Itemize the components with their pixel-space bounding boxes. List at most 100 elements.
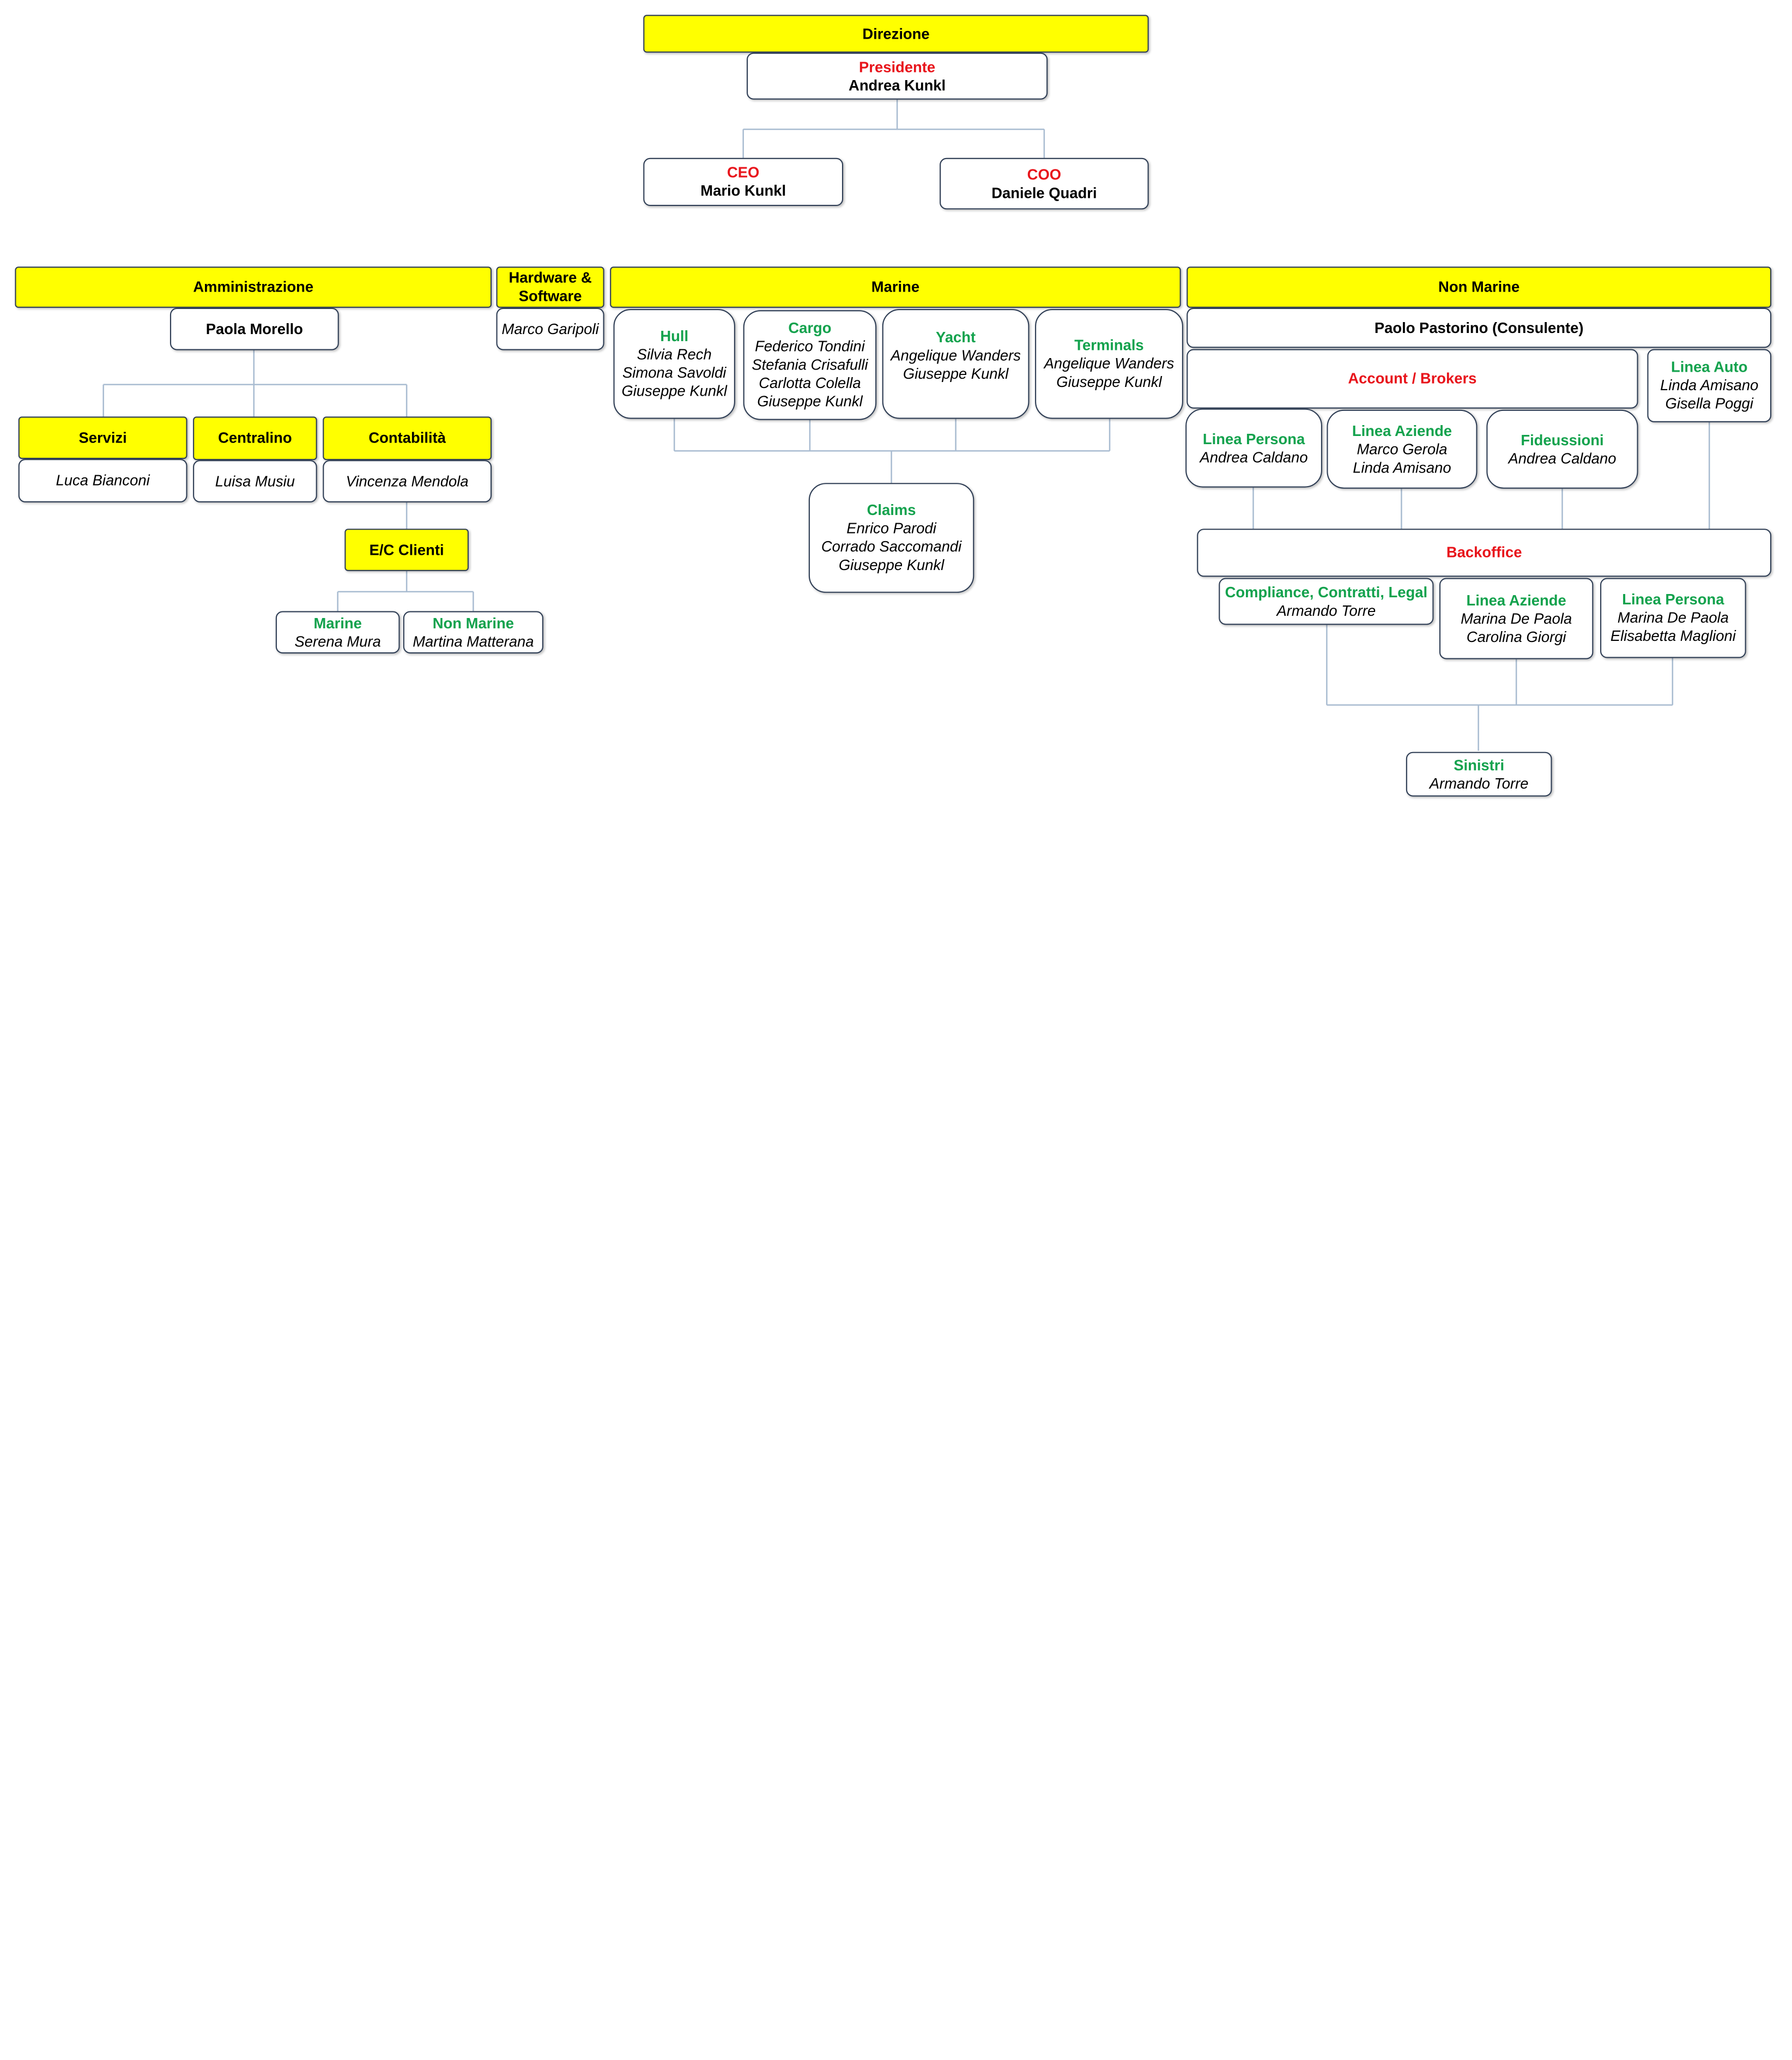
bo-linea-aziende-person: Carolina Giorgi bbox=[1466, 627, 1566, 645]
bo-linea-aziende-title: Linea Aziende bbox=[1466, 591, 1566, 609]
linea-persona-box: Linea Persona Andrea Caldano bbox=[1185, 408, 1322, 488]
hull-box: Hull Silvia Rech Simona Savoldi Giuseppe… bbox=[613, 309, 735, 419]
linea-auto-person: Linda Amisano bbox=[1660, 376, 1759, 394]
hull-person: Silvia Rech bbox=[637, 346, 712, 363]
bo-linea-persona-title: Linea Persona bbox=[1622, 590, 1724, 608]
fideussioni-box: Fideussioni Andrea Caldano bbox=[1486, 409, 1638, 489]
contabilita-header-label: Contabilità bbox=[368, 429, 446, 446]
compliance-person: Armando Torre bbox=[1276, 601, 1376, 619]
ec-marine-box: Marine Serena Mura bbox=[275, 611, 400, 654]
direzione-header-label: Direzione bbox=[862, 25, 930, 42]
terminals-person: Giuseppe Kunkl bbox=[1056, 373, 1162, 391]
cargo-person: Stefania Crisafulli bbox=[752, 356, 868, 373]
contabilita-header: Contabilità bbox=[323, 416, 492, 461]
non-marine-header: Non Marine bbox=[1186, 266, 1772, 308]
linea-aziende-person: Linda Amisano bbox=[1353, 458, 1451, 476]
account-brokers-box: Account / Brokers bbox=[1186, 349, 1638, 409]
hardware-person: Marco Garipoli bbox=[501, 319, 599, 337]
cargo-person: Carlotta Colella bbox=[759, 374, 861, 392]
coo-role: COO bbox=[1027, 165, 1062, 183]
presidente-role: Presidente bbox=[859, 58, 936, 75]
backoffice-label: Backoffice bbox=[1446, 543, 1522, 561]
non-marine-header-label: Non Marine bbox=[1438, 278, 1520, 295]
ec-marine-title: Marine bbox=[313, 614, 362, 632]
ec-clienti-header: E/C Clienti bbox=[344, 529, 469, 571]
direzione-header: Direzione bbox=[643, 15, 1149, 53]
hardware-header: Hardware & Software bbox=[496, 266, 604, 308]
linea-persona-person: Andrea Caldano bbox=[1200, 448, 1308, 465]
terminals-box: Terminals Angelique Wanders Giuseppe Kun… bbox=[1035, 309, 1183, 419]
cargo-person: Giuseppe Kunkl bbox=[757, 392, 863, 410]
claims-person: Enrico Parodi bbox=[846, 519, 936, 537]
compliance-title: Compliance, Contratti, Legal bbox=[1225, 583, 1428, 601]
linea-aziende-box: Linea Aziende Marco Gerola Linda Amisano bbox=[1327, 409, 1478, 489]
bo-linea-persona-person: Elisabetta Maglioni bbox=[1610, 627, 1736, 645]
cargo-title: Cargo bbox=[788, 319, 832, 337]
linea-auto-box: Linea Auto Linda Amisano Gisella Poggi bbox=[1647, 349, 1772, 422]
ec-non-marine-box: Non Marine Martina Matterana bbox=[403, 611, 543, 654]
bo-linea-aziende-box: Linea Aziende Marina De Paola Carolina G… bbox=[1439, 578, 1594, 659]
amministrazione-head-name: Paola Morello bbox=[205, 319, 303, 337]
ec-marine-person: Serena Mura bbox=[294, 632, 381, 650]
hardware-person-box: Marco Garipoli bbox=[496, 307, 604, 350]
claims-person: Corrado Saccomandi bbox=[821, 537, 962, 555]
hull-title: Hull bbox=[660, 327, 689, 345]
terminals-person: Angelique Wanders bbox=[1044, 355, 1175, 372]
coo-box: COO Daniele Quadri bbox=[940, 157, 1149, 210]
ceo-role: CEO bbox=[727, 163, 760, 181]
servizi-header-label: Servizi bbox=[78, 428, 127, 446]
linea-auto-person: Gisella Poggi bbox=[1665, 395, 1753, 412]
yacht-box: Yacht Angelique Wanders Giuseppe Kunkl bbox=[882, 309, 1030, 419]
claims-person: Giuseppe Kunkl bbox=[838, 556, 945, 574]
hardware-header-label: Hardware & Software bbox=[508, 269, 592, 305]
fideussioni-person: Andrea Caldano bbox=[1508, 449, 1617, 466]
hull-person: Simona Savoldi bbox=[622, 363, 727, 381]
marine-header: Marine bbox=[610, 266, 1181, 308]
bo-linea-aziende-person: Marina De Paola bbox=[1461, 609, 1572, 627]
bo-linea-persona-box: Linea Persona Marina De Paola Elisabetta… bbox=[1600, 578, 1746, 658]
linea-aziende-person: Marco Gerola bbox=[1357, 440, 1448, 457]
coo-name: Daniele Quadri bbox=[991, 184, 1097, 201]
ceo-name: Mario Kunkl bbox=[700, 181, 786, 199]
fideussioni-title: Fideussioni bbox=[1521, 431, 1604, 449]
presidente-name: Andrea Kunkl bbox=[849, 76, 946, 94]
hull-person: Giuseppe Kunkl bbox=[621, 382, 727, 399]
sinistri-person: Armando Torre bbox=[1429, 774, 1529, 792]
claims-box: Claims Enrico Parodi Corrado Saccomandi … bbox=[808, 483, 974, 593]
bo-linea-persona-person: Marina De Paola bbox=[1617, 609, 1729, 626]
amministrazione-head-box: Paola Morello bbox=[169, 307, 339, 350]
linea-aziende-title: Linea Aziende bbox=[1352, 421, 1452, 439]
yacht-title: Yacht bbox=[936, 328, 976, 346]
contabilita-person-box: Vincenza Mendola bbox=[323, 460, 492, 502]
claims-title: Claims bbox=[867, 501, 916, 519]
centralino-header-label: Centralino bbox=[218, 429, 292, 446]
account-brokers-label: Account / Brokers bbox=[1348, 369, 1477, 387]
ec-non-marine-title: Non Marine bbox=[432, 614, 514, 632]
sinistri-box: Sinistri Armando Torre bbox=[1406, 752, 1552, 797]
ceo-box: CEO Mario Kunkl bbox=[643, 157, 844, 206]
linea-persona-title: Linea Persona bbox=[1202, 429, 1305, 447]
servizi-header: Servizi bbox=[18, 416, 187, 459]
yacht-person: Giuseppe Kunkl bbox=[903, 365, 1009, 383]
cargo-person: Federico Tondini bbox=[755, 337, 865, 355]
yacht-person: Angelique Wanders bbox=[891, 347, 1021, 364]
amministrazione-header: Amministrazione bbox=[15, 266, 492, 308]
centralino-person: Luisa Musiu bbox=[215, 472, 295, 489]
presidente-box: Presidente Andrea Kunkl bbox=[747, 52, 1048, 100]
linea-auto-title: Linea Auto bbox=[1670, 358, 1748, 375]
connector-lines bbox=[102, 99, 1710, 751]
servizi-person: Luca Bianconi bbox=[56, 471, 150, 489]
marine-header-label: Marine bbox=[871, 278, 920, 295]
consulente-box: Paolo Pastorino (Consulente) bbox=[1186, 307, 1772, 348]
sinistri-title: Sinistri bbox=[1454, 756, 1505, 773]
centralino-header: Centralino bbox=[193, 416, 317, 461]
servizi-person-box: Luca Bianconi bbox=[18, 459, 187, 502]
terminals-title: Terminals bbox=[1074, 336, 1144, 354]
contabilita-person: Vincenza Mendola bbox=[346, 472, 469, 489]
compliance-box: Compliance, Contratti, Legal Armando Tor… bbox=[1219, 578, 1434, 625]
cargo-box: Cargo Federico Tondini Stefania Crisaful… bbox=[743, 310, 877, 420]
ec-non-marine-person: Martina Matterana bbox=[413, 632, 534, 650]
amministrazione-header-label: Amministrazione bbox=[193, 278, 314, 295]
centralino-person-box: Luisa Musiu bbox=[193, 460, 317, 502]
